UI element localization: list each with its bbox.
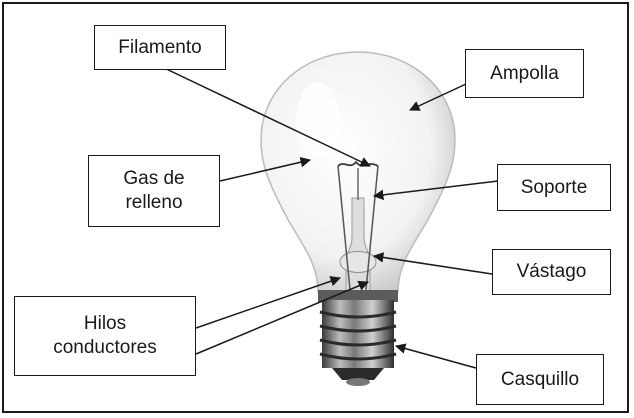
leader-gas xyxy=(219,157,312,182)
leader-filamento xyxy=(159,65,371,167)
leader-hilos-1 xyxy=(195,276,341,329)
label-hilos-line2: conductores xyxy=(53,337,157,358)
label-ampolla: Ampolla xyxy=(465,49,584,98)
label-vastago: Vástago xyxy=(492,249,611,295)
label-casquillo-text: Casquillo xyxy=(500,368,580,390)
leader-ampolla xyxy=(409,83,467,111)
leader-hilos-2 xyxy=(195,280,369,355)
label-soporte: Soporte xyxy=(497,164,611,211)
screw-base xyxy=(319,300,397,368)
label-ampolla-text: Ampolla xyxy=(490,62,559,84)
label-hilos-conductores: Hilos conductores xyxy=(14,296,196,376)
label-hilos-line1: Hilos xyxy=(83,313,127,334)
base-insulator xyxy=(332,368,384,380)
label-casquillo: Casquillo xyxy=(476,354,604,405)
label-gas-line1: Gas de xyxy=(123,168,185,189)
label-gas-de-relleno: Gas de relleno xyxy=(88,155,220,227)
leader-vastago xyxy=(372,252,493,275)
lead-wire-right xyxy=(365,165,379,291)
stem-bulge xyxy=(339,251,377,273)
base-contact xyxy=(346,378,370,386)
label-soporte-text: Soporte xyxy=(520,176,588,198)
label-vastago-text: Vástago xyxy=(516,261,587,282)
label-filamento-text: Filamento xyxy=(118,36,202,58)
base-collar xyxy=(318,290,398,302)
label-gas-line2: relleno xyxy=(125,192,183,213)
label-filamento: Filamento xyxy=(94,25,226,70)
bulb-highlight xyxy=(296,82,340,158)
lead-wire-left xyxy=(337,165,351,291)
leader-casquillo xyxy=(394,343,477,369)
leader-soporte xyxy=(372,180,499,201)
